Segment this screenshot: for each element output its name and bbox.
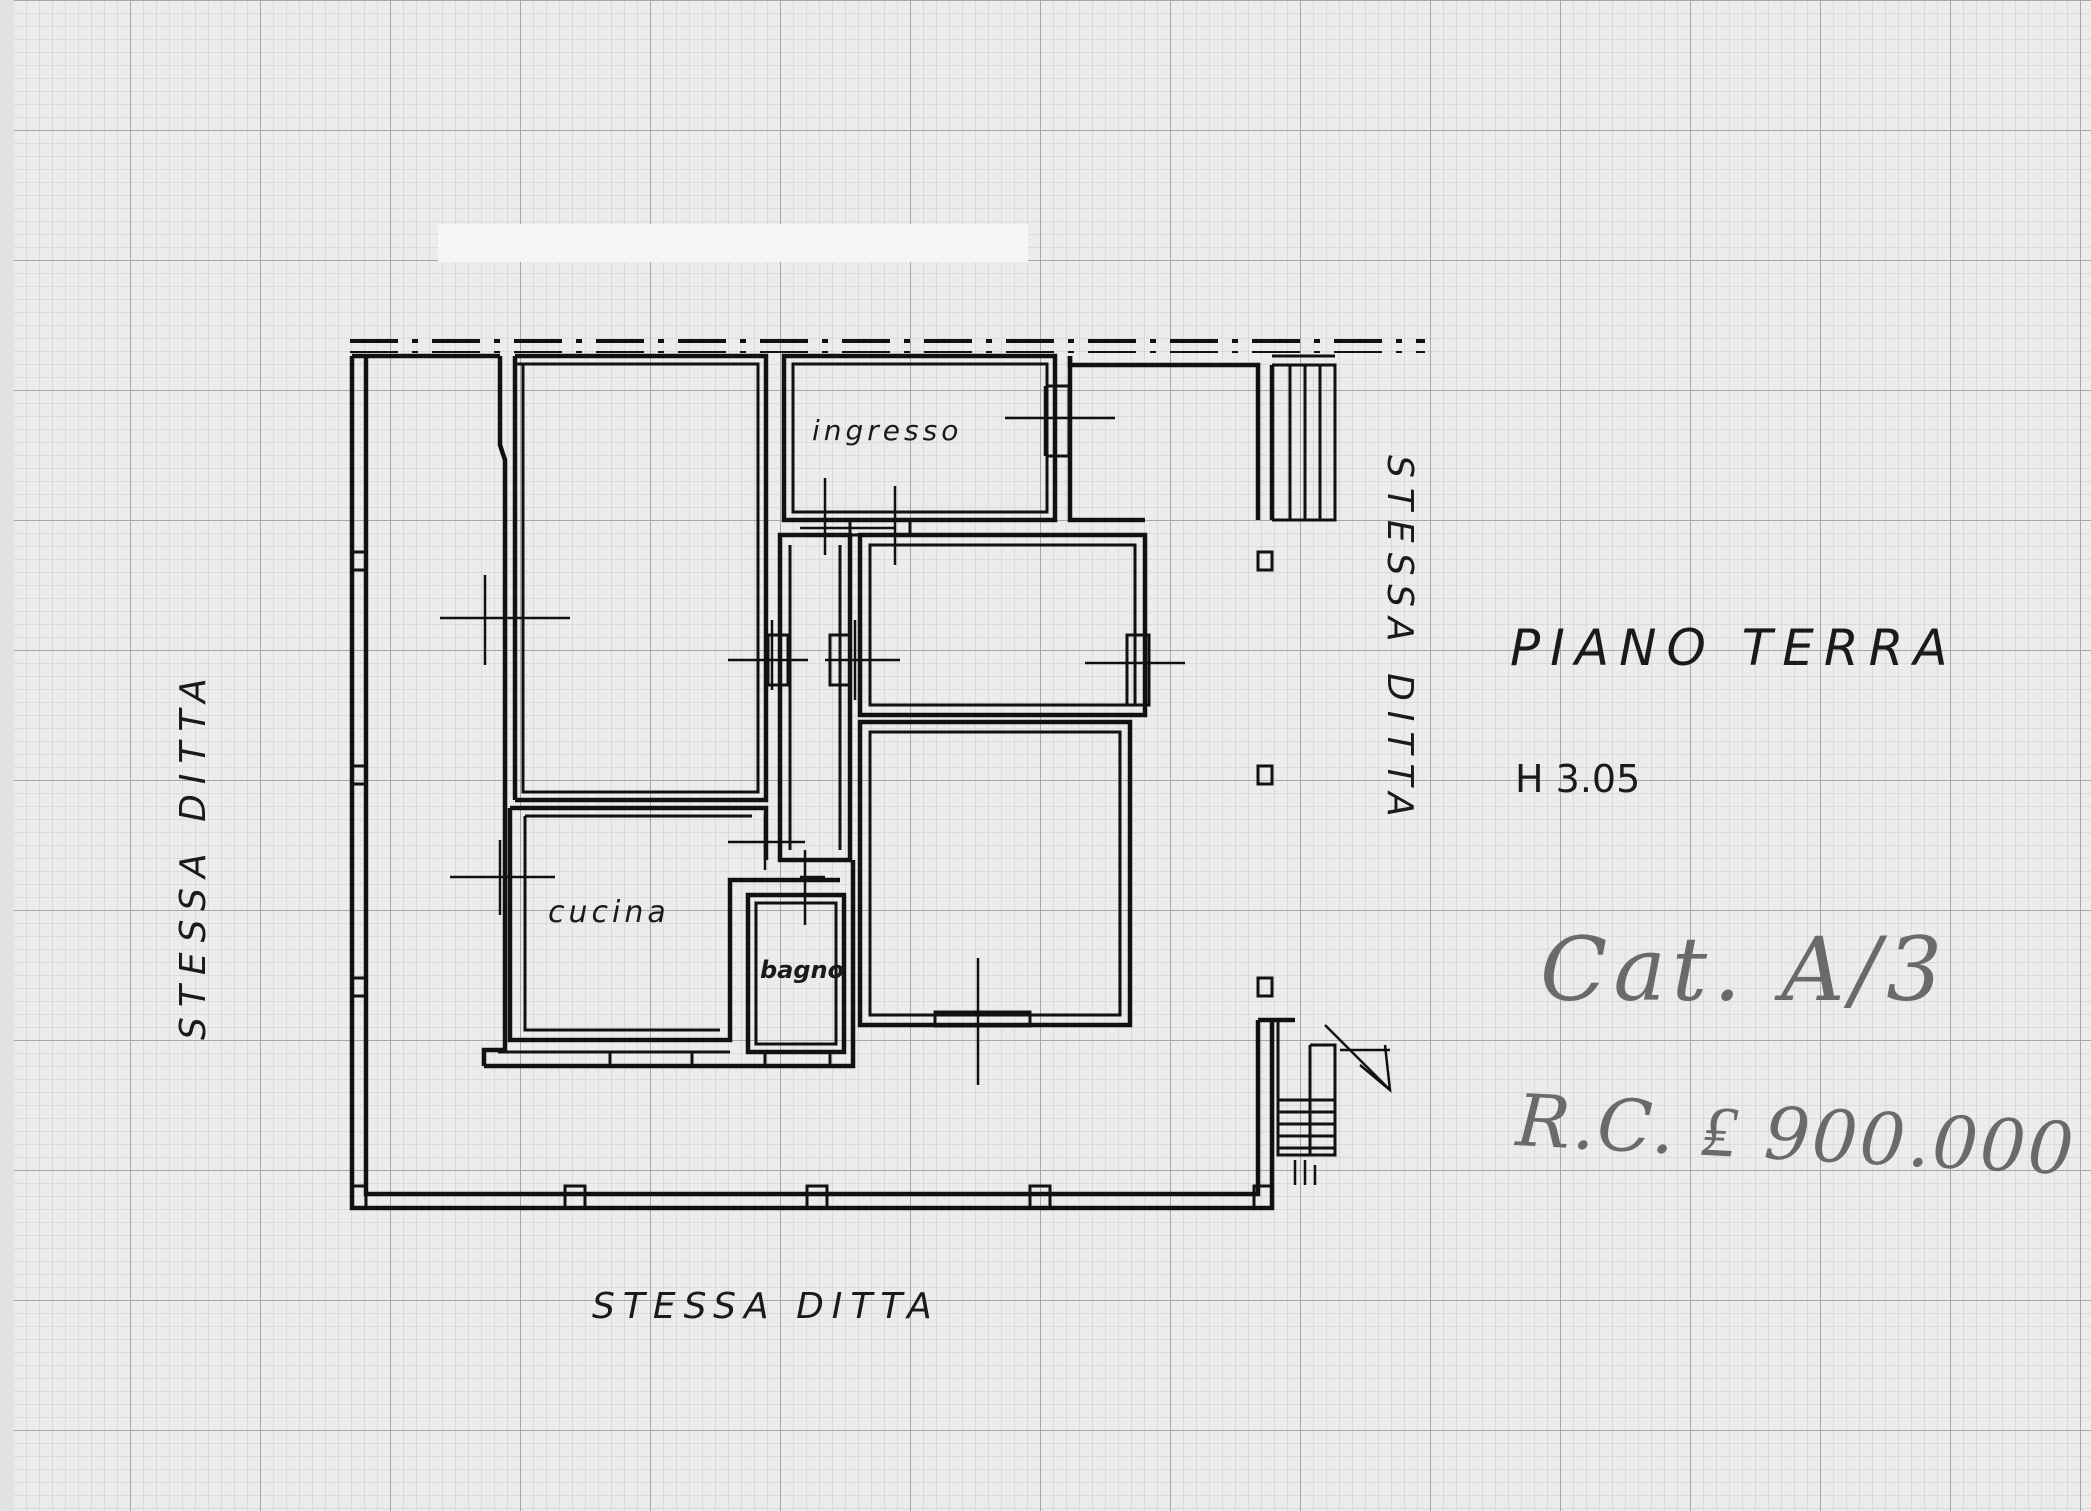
left-binding-strip <box>0 0 14 1511</box>
stairs-bottom-right <box>1276 1020 1392 1185</box>
room-right-lower <box>857 719 1133 1028</box>
room-ingresso <box>781 353 1145 523</box>
room-left-tall <box>481 353 769 1066</box>
label-piano-terra: PIANO TERRA <box>1510 619 1958 677</box>
redacted-strip <box>438 224 1028 262</box>
label-bottom-neighbor: STESSA DITTA <box>592 1286 940 1327</box>
label-ingresso: ingresso <box>812 414 962 447</box>
label-cucina: cucina <box>548 895 670 930</box>
stairs-top-right <box>1272 354 1337 522</box>
label-category: Cat. A/3 <box>1540 918 1948 1021</box>
room-bagno <box>745 892 847 1055</box>
room-cucina <box>484 805 856 1069</box>
label-bagno: bagno <box>760 956 844 984</box>
label-height: H 3.05 <box>1515 757 1640 801</box>
label-right-neighbor: STESSA DITTA <box>1379 455 1420 827</box>
light-point-marks <box>440 386 1185 1085</box>
pillars <box>350 550 1274 1210</box>
label-left-neighbor: STESSA DITTA <box>173 668 214 1040</box>
